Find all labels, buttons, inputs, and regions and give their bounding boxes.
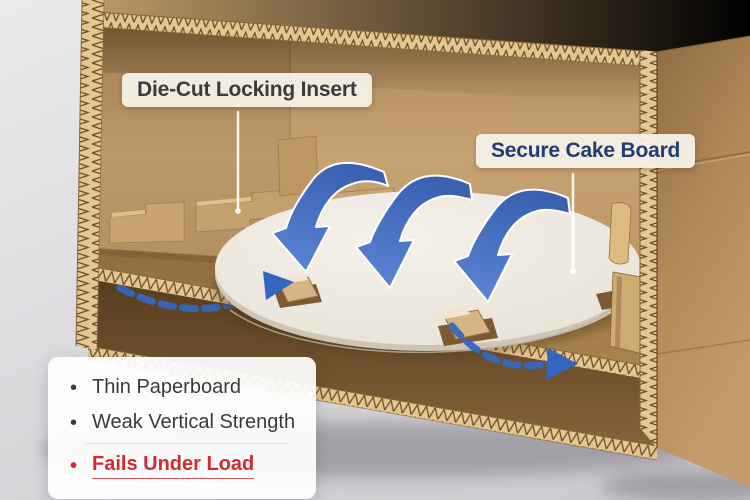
bullet-icon: • [70, 376, 78, 399]
issue-text: Fails Under Load [92, 453, 255, 479]
arrow-left [271, 161, 389, 273]
lid-flute-edge [95, 11, 658, 68]
cake-board [212, 191, 644, 356]
press-down-arrows [271, 161, 571, 303]
leader-die-cut-dot [235, 208, 241, 214]
issues-card: • Thin Paperboard • Weak Vertical Streng… [48, 357, 316, 499]
bullet-icon: • [70, 455, 78, 477]
card-divider [86, 443, 288, 444]
leader-cake-board-dot [570, 268, 576, 274]
box-lid-top [98, 0, 750, 52]
left-dashed-arrowhead [263, 271, 294, 300]
right-dashed-arrow [448, 322, 560, 370]
under-platform-cavity [88, 278, 657, 446]
under-lid-shadow [95, 26, 657, 104]
callout-leader-lines [236, 110, 575, 272]
callout-secure-cake-board: Secure Cake Board [476, 134, 696, 168]
issue-text: Thin Paperboard [92, 376, 241, 398]
right-flute-edge [639, 50, 657, 448]
callout-die-cut-locking-insert: Die-Cut Locking Insert [122, 73, 372, 107]
issue-fails-under-load: • Fails Under Load [48, 447, 316, 485]
arrow-middle [355, 174, 473, 289]
right-planks [608, 202, 647, 355]
right-panel-exterior [656, 35, 750, 487]
right-dashed-arrowhead [546, 348, 578, 380]
bullet-icon: • [70, 411, 78, 434]
arrow-right [453, 188, 571, 303]
issue-text: Weak Vertical Strength [92, 411, 296, 433]
issue-thin-paperboard: • Thin Paperboard [48, 370, 316, 405]
issue-weak-vertical-strength: • Weak Vertical Strength [48, 405, 316, 440]
locking-dashed-arrows [263, 271, 578, 380]
left-flute-edge [75, 0, 105, 351]
